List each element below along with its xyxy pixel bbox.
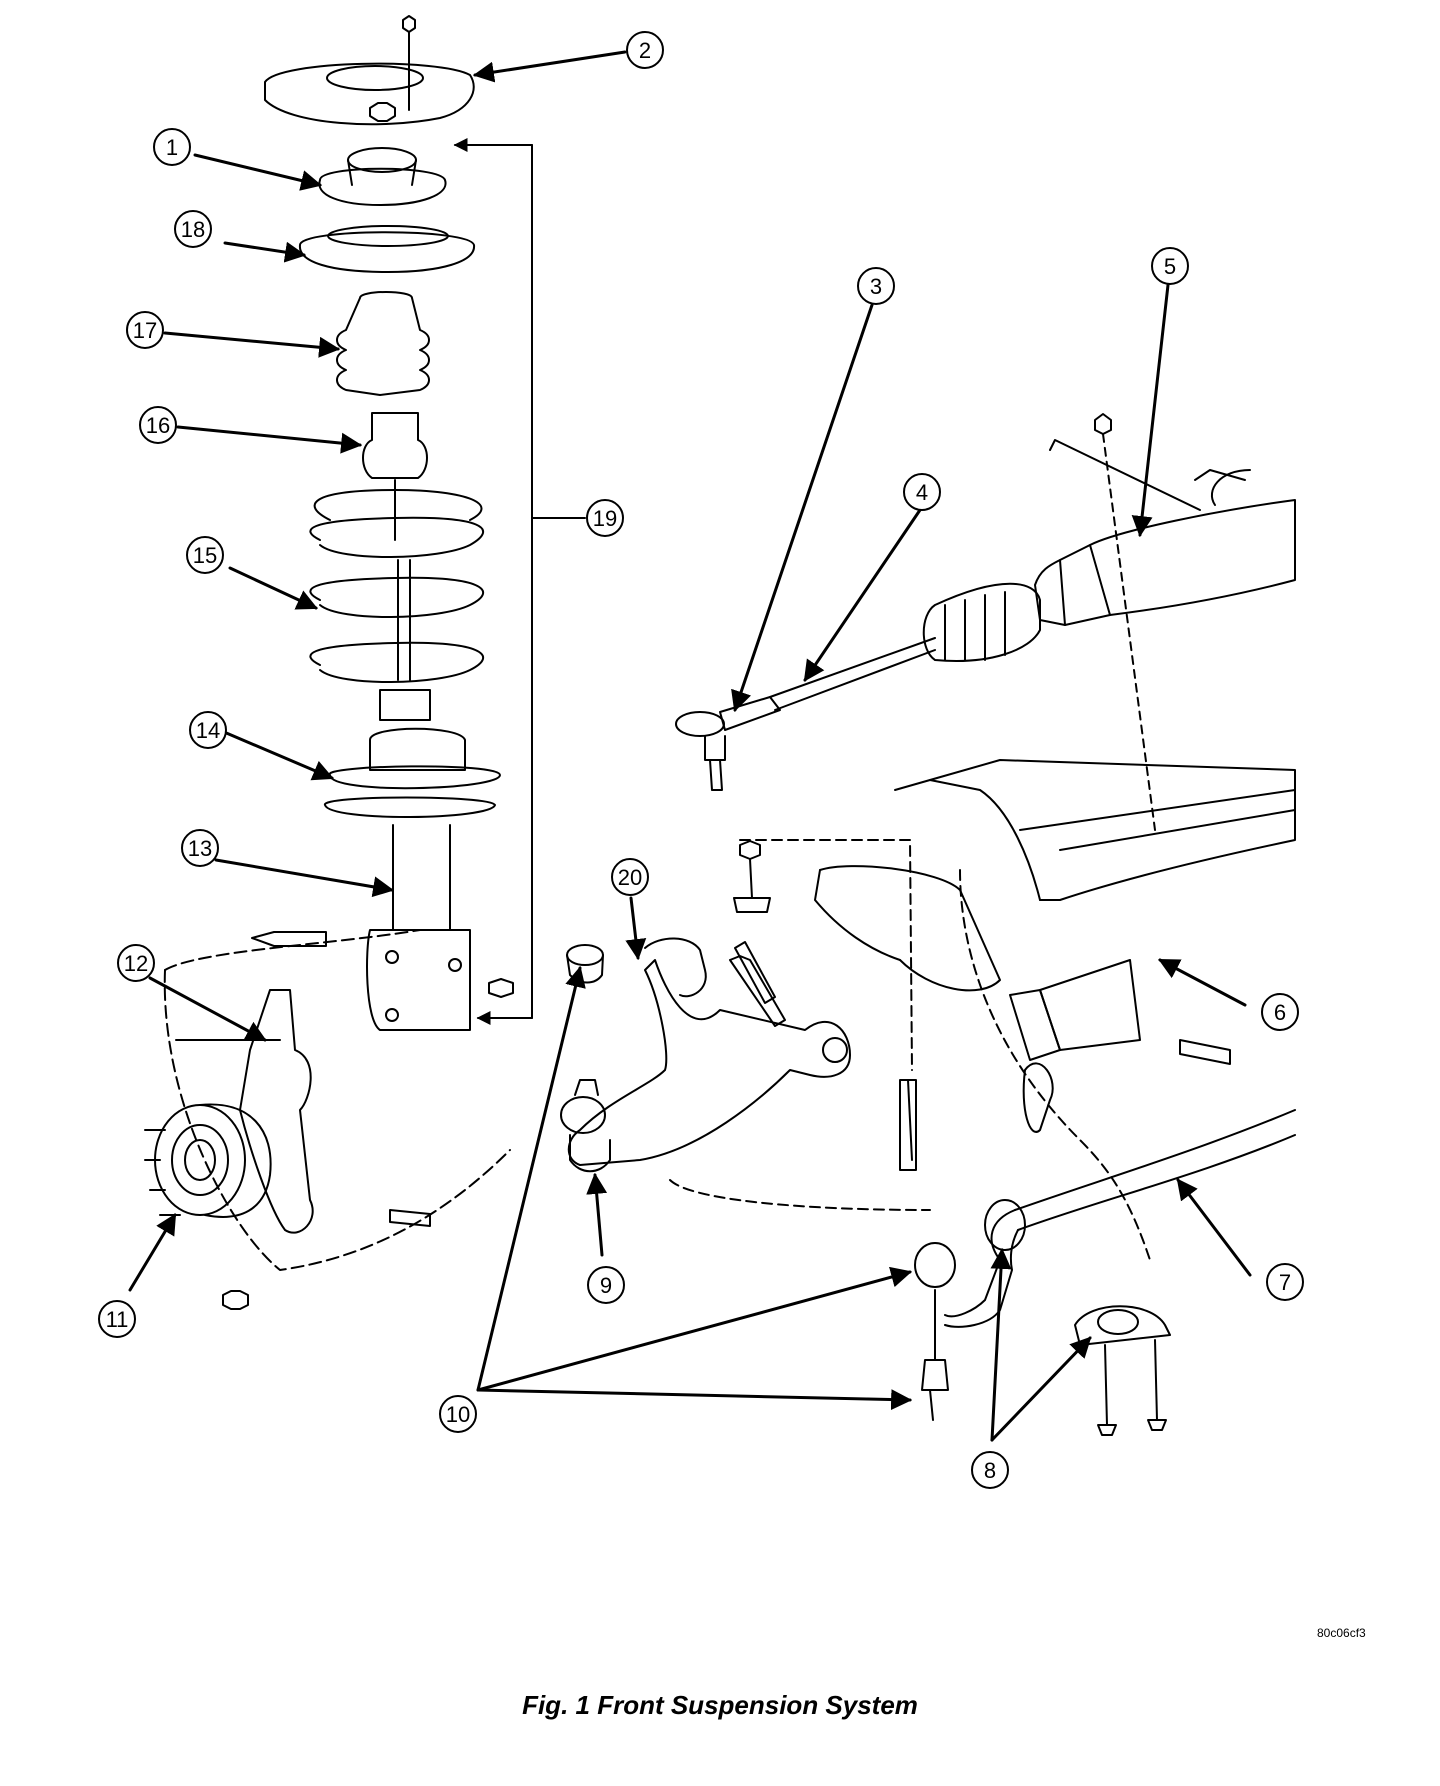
callout-15: 15	[186, 536, 224, 574]
svg-text:14: 14	[196, 718, 220, 743]
svg-text:11: 11	[106, 1307, 129, 1332]
svg-text:19: 19	[593, 506, 617, 531]
svg-text:3: 3	[870, 274, 882, 299]
callout-12: 12	[117, 944, 155, 982]
svg-text:13: 13	[188, 836, 212, 861]
crossmember	[733, 759, 1296, 1261]
callout-17: 17	[126, 311, 164, 349]
svg-text:17: 17	[133, 318, 157, 343]
svg-text:8: 8	[984, 1458, 996, 1483]
svg-text:4: 4	[916, 480, 928, 505]
callout-2: 2	[626, 31, 664, 69]
svg-text:20: 20	[618, 865, 642, 890]
callout-5: 5	[1151, 247, 1189, 285]
callout-7: 7	[1266, 1263, 1304, 1301]
svg-text:6: 6	[1274, 1000, 1286, 1025]
callout-3: 3	[857, 267, 895, 305]
callout-14: 14	[189, 711, 227, 749]
svg-text:15: 15	[193, 543, 217, 568]
svg-text:9: 9	[600, 1273, 612, 1298]
reference-code: 80c06cf3	[1317, 1626, 1366, 1640]
svg-text:2: 2	[639, 38, 651, 63]
leader-arrows	[128, 50, 1252, 1442]
callout-8: 8	[971, 1451, 1009, 1489]
callouts: 1 2 3 4 5 6 7 8 9 10 11 12 13 14 15 16 1…	[98, 31, 1304, 1489]
callout-19: 19	[586, 499, 624, 537]
callout-16: 16	[139, 406, 177, 444]
callout-13: 13	[181, 829, 219, 867]
steering-gear	[675, 413, 1296, 831]
lower-control-arm	[560, 937, 931, 1211]
stabilizer-bar	[914, 1109, 1296, 1436]
svg-text:16: 16	[146, 413, 170, 438]
callout-18: 18	[174, 210, 212, 248]
callout-4: 4	[903, 473, 941, 511]
callout-1: 1	[153, 128, 191, 166]
svg-text:5: 5	[1164, 254, 1176, 279]
svg-text:1: 1	[166, 135, 178, 160]
callout-9: 9	[587, 1266, 625, 1304]
figure-caption: Fig. 1 Front Suspension System	[522, 1690, 918, 1720]
knuckle-hub	[144, 929, 511, 1310]
svg-text:7: 7	[1279, 1270, 1291, 1295]
callout-11: 11	[98, 1300, 136, 1338]
callout-6: 6	[1261, 993, 1299, 1031]
svg-text:12: 12	[124, 951, 148, 976]
svg-text:18: 18	[181, 217, 205, 242]
callout-20: 20	[611, 858, 649, 896]
strut-assembly	[264, 15, 514, 1031]
svg-text:10: 10	[446, 1402, 470, 1427]
callout-10: 10	[439, 1395, 477, 1433]
